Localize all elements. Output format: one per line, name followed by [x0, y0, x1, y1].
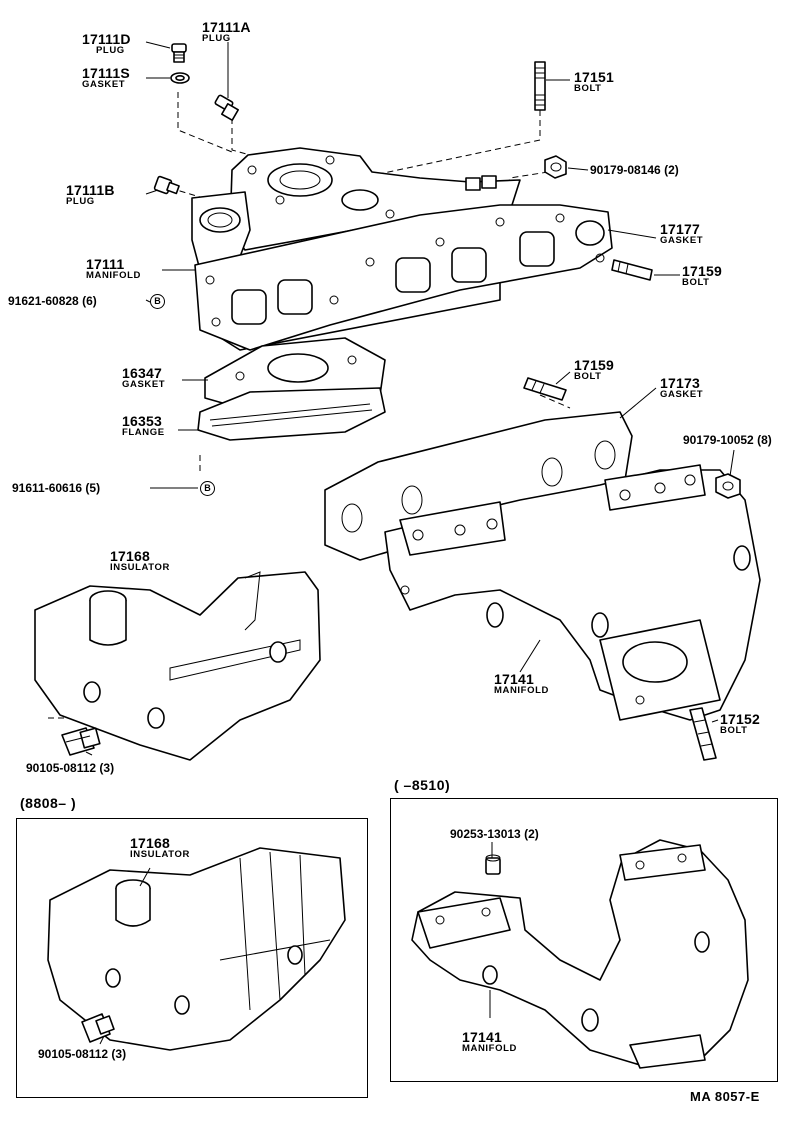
nut-90179-08146-drawing	[544, 155, 567, 179]
label-90105-08112-main: 90105-08112 (3)	[26, 761, 115, 775]
gasket-17111S-drawing	[170, 72, 190, 84]
insulator-17168-drawing	[34, 571, 321, 761]
bolt-17159-middle-drawing	[523, 377, 567, 401]
label-90179-10052: 90179-10052 (8)	[683, 433, 772, 447]
inset-insulator-17168-drawing	[47, 847, 346, 1051]
bolt-17152-drawing	[689, 707, 717, 761]
exhaust-manifold-17141-drawing	[384, 464, 761, 721]
flange-16353-drawing	[197, 387, 386, 441]
ref-marker-b-upper: B	[150, 294, 165, 309]
label-leader-lines	[85, 41, 735, 1045]
bolt-17151-drawing	[534, 61, 546, 111]
label-90179-08146: 90179-08146 (2)	[590, 163, 679, 177]
inset-bolt-90105-08112-drawing	[81, 1013, 115, 1043]
label-91611-60616: 91611-60616 (5)	[12, 481, 101, 495]
inset-frame-8510	[390, 798, 778, 1082]
nut-90179-10052-drawing	[715, 473, 741, 499]
label-91621-60828: 91621-60828 (6)	[8, 294, 97, 308]
inset-exhaust-manifold-17141-drawing	[411, 839, 749, 1069]
inset-right-caption: ( –8510)	[394, 777, 451, 793]
diagram-reference-code: MA 8057-E	[690, 1089, 760, 1104]
inset-left-caption: (8808– )	[20, 795, 77, 811]
bolt-90105-08112-drawing	[61, 727, 101, 756]
intake-manifold-17111-drawing	[191, 147, 613, 351]
plug-17111B-drawing	[153, 175, 180, 195]
inset-nut-90253-13013-drawing	[485, 854, 501, 875]
inset-frame-8808	[16, 818, 368, 1098]
ref-marker-b-lower: B	[200, 481, 215, 496]
plug-17111D-drawing	[171, 43, 187, 63]
plug-17111A-drawing	[214, 94, 239, 121]
label-90105-08112-inset: 90105-08112 (3)	[38, 1047, 127, 1061]
label-90253-13013: 90253-13013 (2)	[450, 827, 539, 841]
bolt-17159-upper-drawing	[611, 259, 653, 281]
